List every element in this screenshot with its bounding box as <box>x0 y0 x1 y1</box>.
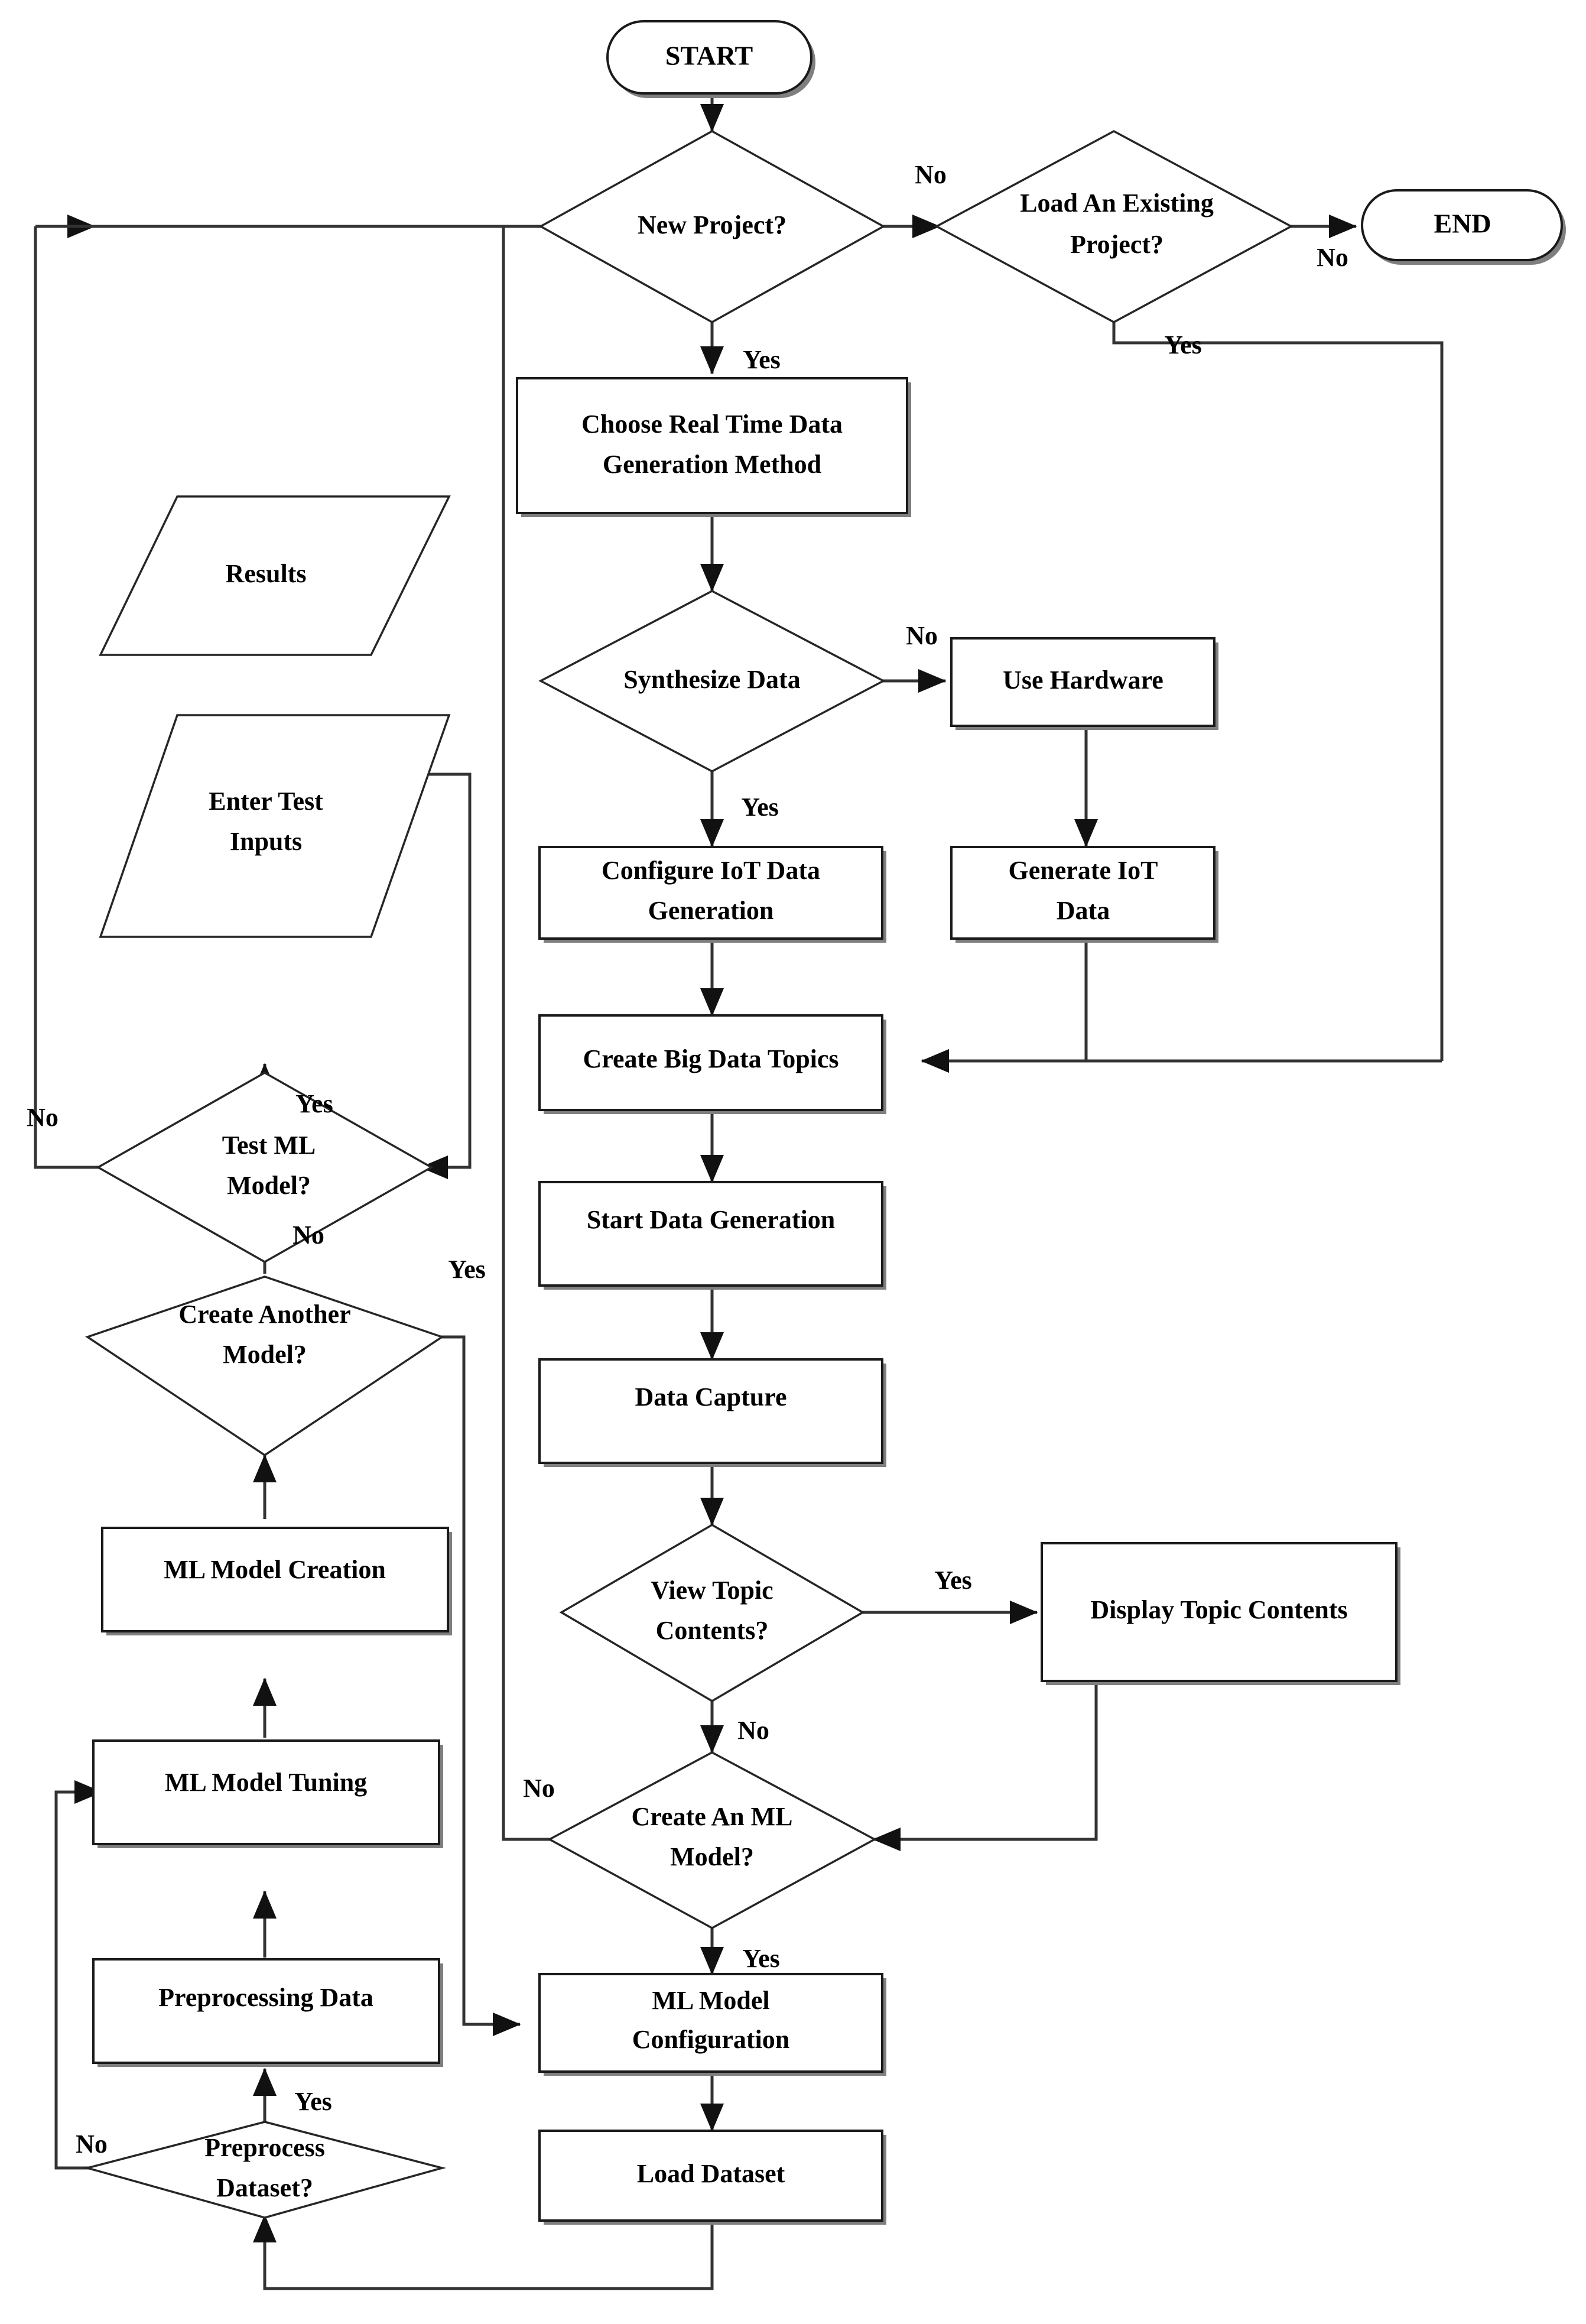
node-enter-test-line2: Inputs <box>230 827 302 856</box>
edge-display-back <box>904 1683 1098 1841</box>
node-create-ml-line2: Model? <box>670 1842 754 1871</box>
node-data-capture-label: Data Capture <box>635 1382 786 1411</box>
edge-createanother-yes <box>372 1335 514 2026</box>
edge-label-synthesize-no: No <box>906 621 938 650</box>
node-use-hardware: Use Hardware <box>950 637 1218 730</box>
node-view-topic-line1: View Topic <box>651 1576 773 1605</box>
node-configure-iot-line1: Configure IoT Data <box>602 856 820 885</box>
node-enter-test-line1: Enter Test <box>209 787 323 816</box>
node-ml-config: ML Model Configuration <box>538 1973 886 2076</box>
node-start-label: START <box>665 41 753 71</box>
node-end-label: END <box>1434 209 1491 239</box>
node-synthesize: Synthesize Data <box>538 590 886 772</box>
node-load-project-label-line2: Project? <box>1070 230 1164 259</box>
node-generate-iot: Generate IoT Data <box>950 846 1218 943</box>
node-preprocess-q-line1: Preprocess <box>204 2133 325 2162</box>
node-display-topic: Display Topic Contents <box>1041 1542 1400 1685</box>
node-end: END <box>1361 189 1566 265</box>
node-ml-creation-label: ML Model Creation <box>164 1555 386 1584</box>
node-new-project-label: New Project? <box>638 210 786 239</box>
edge-label-create-another-no: No <box>292 1221 324 1249</box>
edge-createml-no <box>502 226 550 1841</box>
node-configure-iot-line2: Generation <box>648 896 774 925</box>
edge-label-create-ml-yes: Yes <box>742 1944 780 1973</box>
node-ml-tuning-label: ML Model Tuning <box>165 1768 367 1797</box>
node-choose-method-line1: Choose Real Time Data <box>581 410 843 439</box>
node-create-ml: Create An ML Model? <box>547 1751 877 1929</box>
node-preprocess-q: Preprocess Dataset? <box>83 2121 446 2219</box>
edge-label-view-topic-no: No <box>737 1716 769 1745</box>
node-ml-config-line1: ML Model <box>652 1986 769 2015</box>
edge-label-preprocess-yes: Yes <box>294 2087 332 2116</box>
node-create-another-line2: Model? <box>223 1340 307 1369</box>
node-create-ml-line1: Create An ML <box>632 1802 793 1831</box>
node-display-topic-label: Display Topic Contents <box>1090 1595 1347 1624</box>
edge-label-test-ml-yes: Yes <box>295 1089 333 1118</box>
node-start: START <box>606 20 815 98</box>
node-test-ml-line2: Model? <box>227 1171 311 1200</box>
edge-label-preprocess-no: No <box>76 2130 108 2159</box>
edge-load-project-yes <box>1112 322 1444 1061</box>
node-preprocess-q-line2: Dataset? <box>216 2173 313 2202</box>
node-preprocessing: Preprocessing Data <box>92 1958 443 2067</box>
edge-label-create-another-yes: Yes <box>448 1255 486 1284</box>
node-start-gen: Start Data Generation <box>538 1181 886 1290</box>
node-create-another: Create Another Model? <box>85 1275 444 1457</box>
edge-label-new-project-no: No <box>915 160 947 189</box>
node-load-dataset-label: Load Dataset <box>637 2159 785 2188</box>
edge-results-back <box>425 772 472 1169</box>
node-choose-method-line2: Generation Method <box>603 450 821 479</box>
node-data-capture: Data Capture <box>538 1358 886 1467</box>
edge-loaddataset-to-preprocessq <box>263 2222 714 2290</box>
node-preprocessing-label: Preprocessing Data <box>158 1983 373 2012</box>
node-create-another-line1: Create Another <box>178 1300 350 1329</box>
node-test-ml-line1: Test ML <box>222 1131 316 1160</box>
node-configure-iot: Configure IoT Data Generation <box>538 846 886 943</box>
edge-label-test-ml-no: No <box>27 1103 58 1132</box>
node-ml-creation: ML Model Creation <box>101 1527 452 1635</box>
node-ml-config-line2: Configuration <box>632 2025 789 2054</box>
node-results: Results <box>99 495 451 656</box>
node-create-topics: Create Big Data Topics <box>538 1014 886 1114</box>
node-create-topics-label: Create Big Data Topics <box>583 1044 838 1073</box>
edge-label-synthesize-yes: Yes <box>741 793 779 822</box>
node-synthesize-label: Synthesize Data <box>623 665 800 694</box>
node-enter-test: Enter Test Inputs <box>99 714 451 938</box>
node-results-label: Results <box>226 559 307 588</box>
edge-label-load-project-yes: Yes <box>1164 330 1202 359</box>
node-load-project-label-line1: Load An Existing <box>1020 189 1214 218</box>
node-generate-iot-line1: Generate IoT <box>1009 856 1158 885</box>
node-load-project: Load An Existing Project? <box>934 130 1294 323</box>
node-use-hardware-label: Use Hardware <box>1003 666 1164 694</box>
node-load-dataset: Load Dataset <box>538 2130 886 2225</box>
node-start-gen-label: Start Data Generation <box>587 1205 835 1234</box>
edge-label-view-topic-yes: Yes <box>934 1566 972 1595</box>
node-test-ml: Test ML Model? <box>96 1071 434 1264</box>
node-view-topic: View Topic Contents? <box>559 1523 865 1703</box>
node-choose-method: Choose Real Time Data Generation Method <box>516 377 911 517</box>
node-ml-tuning: ML Model Tuning <box>92 1739 443 1848</box>
node-new-project: New Project? <box>538 129 886 324</box>
edge-label-new-project-yes: Yes <box>743 345 781 374</box>
edge-testml-no <box>34 226 109 1169</box>
edge-label-load-project-no: No <box>1317 243 1348 272</box>
node-generate-iot-line2: Data <box>1057 896 1110 925</box>
edge-label-create-ml-no: No <box>523 1774 555 1803</box>
node-view-topic-line2: Contents? <box>656 1616 769 1645</box>
